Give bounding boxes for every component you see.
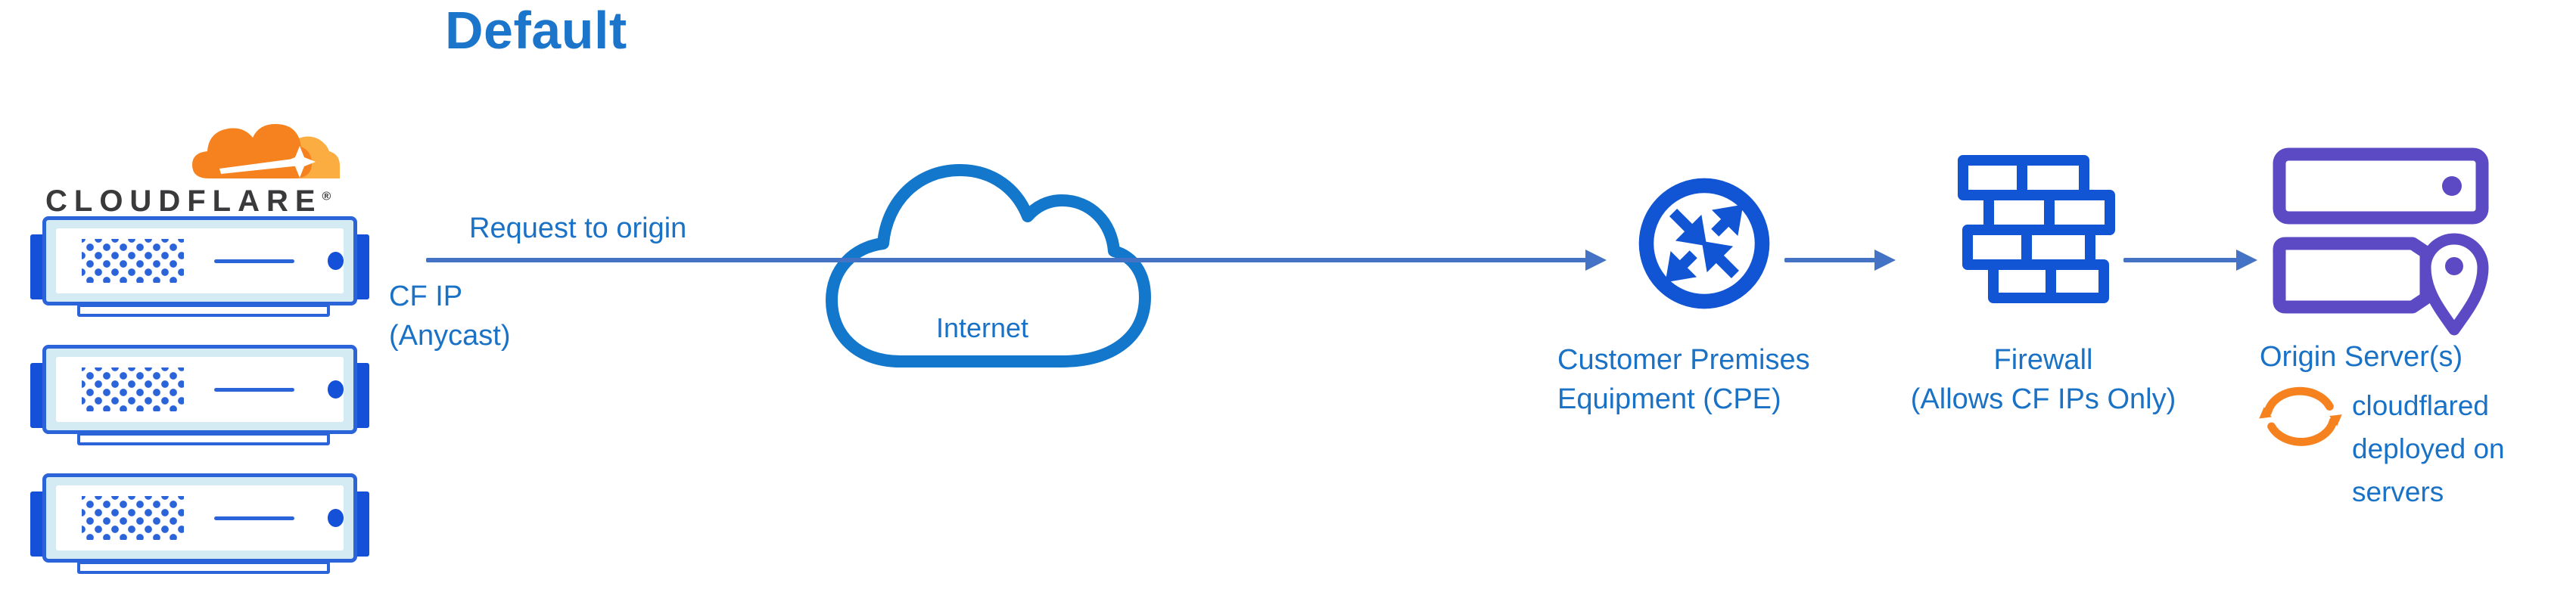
cloudflare-logo-icon xyxy=(186,104,341,181)
server-led xyxy=(327,509,344,527)
server-panel xyxy=(56,357,344,422)
cf-ip-label-line2: (Anycast) xyxy=(389,320,511,352)
server-vents xyxy=(82,367,185,411)
firewall-label: Firewall (Allows CF IPs Only) xyxy=(1869,340,2217,419)
server-body xyxy=(42,345,357,434)
server-slot xyxy=(214,387,294,392)
diagram-title: Default xyxy=(445,1,627,60)
cloudflare-wordmark-text: CLOUDFLARE xyxy=(45,185,322,218)
origin-server-label: Origin Server(s) xyxy=(2260,341,2463,373)
cf-ip-anycast-label: CF IP (Anycast) xyxy=(389,277,510,355)
server-vents xyxy=(82,496,185,540)
server-panel xyxy=(56,228,344,293)
cloudflare-wordmark: CLOUDFLARE® xyxy=(45,185,331,219)
server-slot xyxy=(214,259,294,263)
arrowhead-into-origin xyxy=(2236,250,2257,271)
server-led xyxy=(327,380,344,398)
cloudflared-note-line2: deployed on xyxy=(2352,433,2505,464)
firewall-brick-icon xyxy=(1957,154,2116,305)
firewall-label-line1: Firewall xyxy=(1993,344,2093,376)
edge-server-icon-3 xyxy=(30,473,369,579)
flow-line-firewall-to-origin xyxy=(2123,258,2237,262)
cpe-router-icon xyxy=(1637,176,1772,311)
server-vents xyxy=(82,239,185,283)
internet-cloud-icon xyxy=(811,110,1153,374)
cf-ip-label-line1: CF IP xyxy=(389,281,463,312)
server-base xyxy=(77,561,330,574)
cloudflared-note: cloudflared deployed on servers xyxy=(2352,384,2505,513)
cloudflared-note-line3: servers xyxy=(2352,476,2444,507)
edge-server-icon-2 xyxy=(30,345,369,451)
registered-mark: ® xyxy=(322,190,331,203)
sync-arrows-icon xyxy=(2255,381,2346,454)
cloudflared-note-line1: cloudflared xyxy=(2352,390,2490,421)
internet-label: Internet xyxy=(935,312,1029,343)
server-base xyxy=(77,304,330,317)
server-slot xyxy=(214,516,294,520)
server-base xyxy=(77,433,330,445)
cpe-label-line2: Equipment (CPE) xyxy=(1557,383,1781,415)
flow-line-cpe-to-firewall xyxy=(1784,258,1875,262)
arrowhead-into-cpe xyxy=(1585,250,1607,271)
request-to-origin-label: Request to origin xyxy=(469,212,687,244)
flow-line-edge-to-cpe xyxy=(426,258,1587,262)
server-body xyxy=(42,216,357,305)
firewall-label-line2: (Allows CF IPs Only) xyxy=(1910,383,2176,415)
server-led xyxy=(327,252,344,270)
cpe-label: Customer Premises Equipment (CPE) xyxy=(1557,340,1810,419)
server-body xyxy=(42,473,357,563)
arrowhead-into-firewall xyxy=(1874,250,1896,271)
server-panel xyxy=(56,485,344,550)
edge-server-icon-1 xyxy=(30,216,369,322)
origin-server-icon xyxy=(2272,147,2494,337)
cpe-label-line1: Customer Premises xyxy=(1557,344,1810,376)
